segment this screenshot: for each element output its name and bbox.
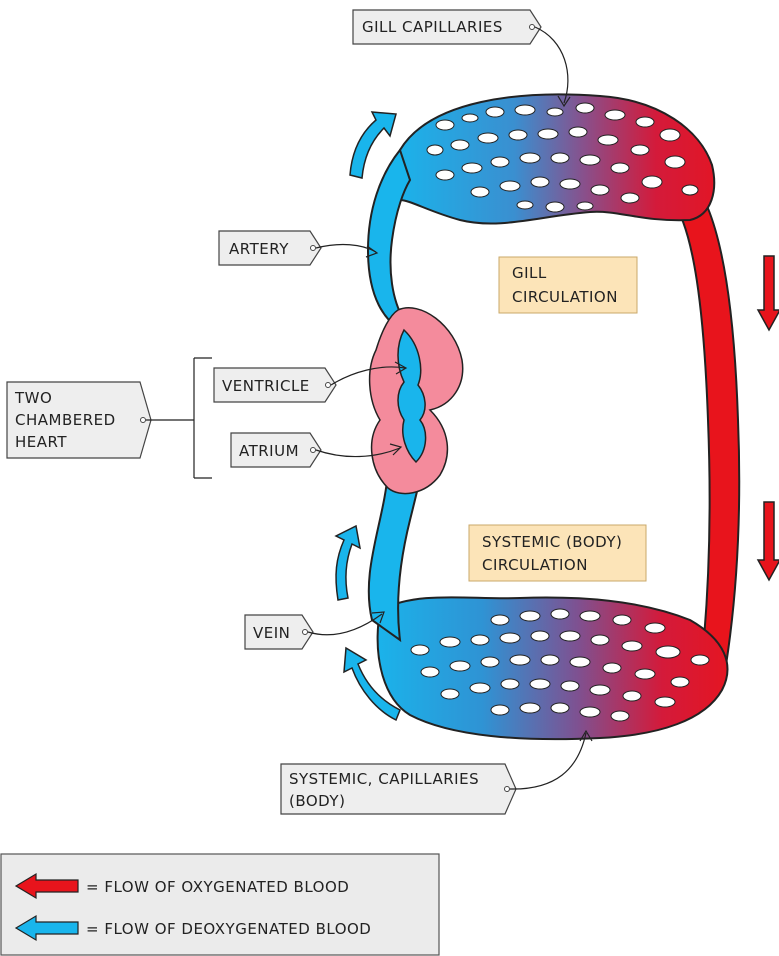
left-blue-vessel xyxy=(366,147,432,643)
deoxygenated-flow-arrows xyxy=(334,111,401,722)
svg-text:ARTERY: ARTERY xyxy=(229,240,289,258)
systemic-capillaries-leader xyxy=(509,732,587,790)
ventricle-label: VENTRICLE xyxy=(213,361,408,403)
oxygenated-flow-arrows xyxy=(756,255,779,582)
artery-leader xyxy=(315,243,377,253)
svg-text:VENTRICLE: VENTRICLE xyxy=(222,377,310,395)
vein-label: VEIN xyxy=(244,611,385,650)
ventricle-leader xyxy=(330,366,406,386)
svg-text:ATRIUM: ATRIUM xyxy=(239,442,299,460)
svg-text:TWO: TWO xyxy=(14,389,52,407)
systemic-capillary-bed xyxy=(376,596,729,741)
vein-leader xyxy=(307,613,383,636)
svg-text:SYSTEMIC (BODY): SYSTEMIC (BODY) xyxy=(482,533,622,551)
svg-text:HEART: HEART xyxy=(15,433,67,451)
dorsal-aorta-vessel xyxy=(670,176,741,667)
legend-blue-arrow-icon xyxy=(14,914,79,942)
gill-capillaries-leader xyxy=(534,26,569,104)
flow-arrow-up-top xyxy=(349,111,397,179)
flow-arrow-down-2 xyxy=(756,501,779,582)
svg-text:CIRCULATION: CIRCULATION xyxy=(482,556,588,574)
legend: = FLOW OF OXYGENATED BLOOD = FLOW OF DEO… xyxy=(0,853,440,956)
atrium-label: ATRIUM xyxy=(230,432,403,468)
systemic-capillaries-label: SYSTEMIC, CAPILLARIES (BODY) xyxy=(280,729,593,815)
svg-text:VEIN: VEIN xyxy=(253,624,290,642)
two-chambered-heart-label: TWO CHAMBERED HEART xyxy=(6,357,212,479)
svg-text:CIRCULATION: CIRCULATION xyxy=(512,288,618,306)
svg-text:SYSTEMIC, CAPILLARIES: SYSTEMIC, CAPILLARIES xyxy=(289,770,479,788)
legend-red-arrow-icon xyxy=(14,872,79,900)
flow-arrow-up-bottom xyxy=(343,646,401,722)
systemic-circulation-box: SYSTEMIC (BODY) CIRCULATION xyxy=(468,524,647,582)
atrium-leader xyxy=(315,447,401,458)
svg-text:CHAMBERED: CHAMBERED xyxy=(15,411,116,429)
artery-label: ARTERY xyxy=(218,230,379,266)
gill-capillaries-label: GILL CAPILLARIES xyxy=(352,9,571,108)
systemic-capillary-holes xyxy=(410,608,710,722)
flow-arrow-up-mid xyxy=(334,524,362,601)
gill-capillary-holes xyxy=(426,102,699,213)
svg-text:GILL: GILL xyxy=(512,264,547,282)
gill-circulation-box: GILL CIRCULATION xyxy=(498,256,638,314)
svg-text:= FLOW OF OXYGENATED BLOOD: = FLOW OF OXYGENATED BLOOD xyxy=(86,878,349,896)
svg-text:= FLOW OF DEOXYGENATED BLO: = FLOW OF DEOXYGENATED BLOOD xyxy=(86,920,371,938)
heart-lumen xyxy=(397,328,427,464)
svg-text:(BODY): (BODY) xyxy=(289,792,345,810)
flow-arrow-down-1 xyxy=(756,255,779,332)
heart-bracket xyxy=(146,357,212,479)
svg-text:GILL CAPILLARIES: GILL CAPILLARIES xyxy=(362,18,503,36)
